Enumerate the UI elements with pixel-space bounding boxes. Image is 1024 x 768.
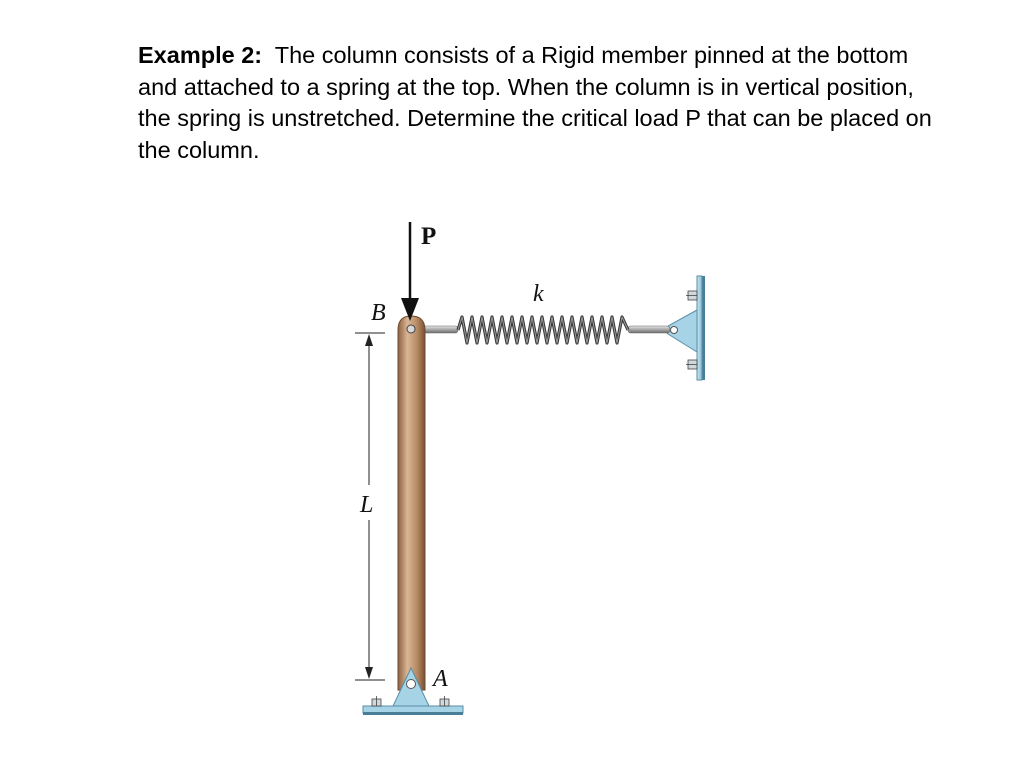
- point-B-label: B: [371, 300, 386, 326]
- wall-bolt: [686, 359, 698, 370]
- base-bolt: [371, 696, 382, 707]
- example-heading: Example 2:: [138, 42, 263, 68]
- top-pin-B: [406, 324, 416, 334]
- base-plate: [362, 705, 464, 714]
- length-label: L: [359, 492, 373, 518]
- wall-pin: [670, 326, 678, 334]
- load-arrow-P: [401, 222, 419, 321]
- wall-plate-edge: [701, 276, 705, 380]
- wall-bracket: [665, 275, 705, 381]
- base-bolt: [439, 696, 450, 707]
- dimension-arrow-top: [365, 334, 373, 346]
- rigid-column: [397, 315, 426, 691]
- problem-statement: Example 2: The column consists of a Rigi…: [138, 40, 938, 166]
- load-arrowhead: [401, 298, 419, 321]
- spring-constant-label: k: [533, 281, 544, 307]
- spring-highlight: [457, 316, 629, 344]
- wall-bolt: [686, 290, 698, 301]
- base-plate-edge: [363, 712, 463, 715]
- load-label: P: [421, 223, 436, 250]
- point-A-label: A: [431, 666, 448, 692]
- length-dimension: [355, 332, 385, 681]
- dimension-arrow-bottom: [365, 667, 373, 679]
- problem-body: The column consists of a Rigid member pi…: [138, 42, 932, 163]
- wall-plate: [696, 275, 703, 381]
- wall-connector-rod: [627, 325, 671, 334]
- bottom-pin-A: [406, 679, 416, 689]
- pin-support-A: [362, 666, 464, 715]
